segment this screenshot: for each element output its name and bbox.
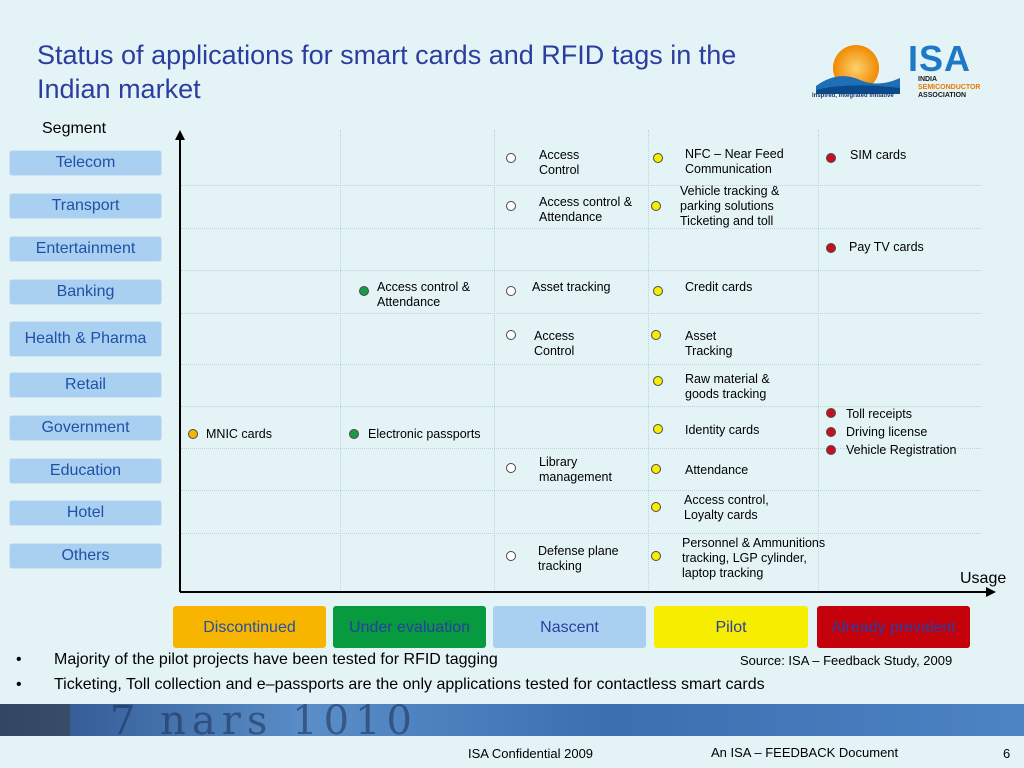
item-government-electronic-passports: Electronic passports <box>368 427 481 441</box>
segment-entertainment[interactable]: Entertainment <box>9 236 162 262</box>
decorative-banner: 7 nars 1010 <box>0 698 1024 744</box>
grid-line <box>181 313 981 314</box>
item-government-vehicle-registration: Vehicle Registration <box>846 443 957 457</box>
segment-axis-label: Segment <box>42 120 107 137</box>
bullet-text: Ticketing, Toll collection and e–passpor… <box>54 676 765 693</box>
segment-government[interactable]: Government <box>9 415 162 441</box>
grid-line <box>181 364 981 365</box>
bullet-marker: • <box>16 676 22 693</box>
status-dot-evaluation <box>359 286 369 296</box>
chart-axes <box>175 130 996 597</box>
item-retail-raw-material: Raw material & goods tracking <box>685 372 770 401</box>
status-dot-pilot <box>653 286 663 296</box>
logo-line3: ASSOCIATION <box>918 92 967 99</box>
item-others-defense-plane: Defense plane tracking <box>538 544 619 573</box>
stage-discontinued: Discontinued <box>173 606 326 648</box>
status-dot-pilot <box>651 464 661 474</box>
logo-name: ISA <box>908 38 972 79</box>
status-dot-pilot <box>653 376 663 386</box>
item-government-identity-cards: Identity cards <box>685 423 760 437</box>
item-government-driving-license: Driving license <box>846 425 928 439</box>
item-government-toll-receipts: Toll receipts <box>846 407 912 421</box>
grid-line <box>648 130 649 590</box>
item-education-library: Library management <box>539 455 612 484</box>
page-title: Status of applications for smart cards a… <box>37 40 737 104</box>
status-dot-pilot <box>651 330 661 340</box>
grid-line <box>818 130 819 590</box>
bullet-text: Majority of the pilot projects have been… <box>54 651 498 668</box>
grid-line <box>181 448 981 449</box>
bullet-item: • Ticketing, Toll collection and e–passpo… <box>16 676 765 694</box>
segment-retail[interactable]: Retail <box>9 372 162 398</box>
status-dot-discontinued <box>188 429 198 439</box>
item-transport-vehicle-tracking: Vehicle tracking & parking solutions Tic… <box>680 184 780 228</box>
logo-line2: SEMICONDUCTOR <box>918 84 981 91</box>
item-banking-access-control: Access control & Attendance <box>377 280 471 309</box>
grid-line <box>181 406 981 407</box>
grid-line <box>340 130 341 590</box>
grid-line <box>181 228 981 229</box>
status-dot-pilot <box>651 201 661 211</box>
isa-logo: ISA INDIA SEMICONDUCTOR ASSOCIATION Insp… <box>808 38 986 106</box>
status-dot-pilot <box>653 153 663 163</box>
item-banking-credit-cards: Credit cards <box>685 280 753 294</box>
status-dot-nascent <box>506 201 516 211</box>
segment-education[interactable]: Education <box>9 458 162 484</box>
status-dot-nascent <box>506 330 516 340</box>
grid-line <box>181 533 981 534</box>
logo-tagline: Inspired, Integrated Initiative <box>812 93 894 99</box>
status-dot-nascent <box>506 153 516 163</box>
grid-line <box>181 270 981 271</box>
grid-line <box>181 490 981 491</box>
item-telecom-access-control: Access Control <box>539 148 580 177</box>
item-banking-asset-tracking: Asset tracking <box>532 280 611 294</box>
item-hotel-access-control: Access control, Loyalty cards <box>684 493 769 522</box>
item-entertainment-pay-tv: Pay TV cards <box>849 240 924 254</box>
page-number: 6 <box>1003 746 1011 761</box>
item-health-access-control: Access Control <box>534 329 575 358</box>
stage-pilot: Pilot <box>654 606 808 648</box>
bullet-item: • Majority of the pilot projects have bee… <box>16 651 498 669</box>
item-transport-access-control: Access control & Attendance <box>539 195 633 224</box>
segment-health-pharma[interactable]: Health & Pharma <box>9 321 162 357</box>
item-others-personnel-tracking: Personnel & Ammunitions tracking, LGP cy… <box>682 536 826 580</box>
logo-line1: INDIA <box>918 76 938 83</box>
status-dot-prevalent <box>826 408 836 418</box>
item-education-attendance: Attendance <box>685 463 749 477</box>
usage-axis-label: Usage <box>960 570 1007 587</box>
banner-text: 7 nars 1010 <box>110 698 418 744</box>
source-note: Source: ISA – Feedback Study, 2009 <box>740 653 953 668</box>
item-health-asset-tracking: Asset Tracking <box>685 329 733 358</box>
status-dot-prevalent <box>826 153 836 163</box>
status-dot-nascent <box>506 286 516 296</box>
segment-transport[interactable]: Transport <box>9 193 162 219</box>
segment-telecom[interactable]: Telecom <box>9 150 162 176</box>
status-dot-nascent <box>506 463 516 473</box>
item-telecom-nfc: NFC – Near Feed Communication <box>685 147 784 176</box>
item-government-mnic-cards: MNIC cards <box>206 427 272 441</box>
status-dot-pilot <box>651 551 661 561</box>
grid-line <box>181 185 981 186</box>
status-dot-evaluation <box>349 429 359 439</box>
item-telecom-sim-cards: SIM cards <box>850 148 907 162</box>
segment-others[interactable]: Others <box>9 543 162 569</box>
footer-confidential: ISA Confidential 2009 <box>468 746 594 761</box>
segment-hotel[interactable]: Hotel <box>9 500 162 526</box>
status-dot-pilot <box>651 502 661 512</box>
status-dot-prevalent <box>826 243 836 253</box>
status-dot-prevalent <box>826 427 836 437</box>
stage-nascent: Nascent <box>493 606 646 648</box>
stage-under-evaluation: Under evaluation <box>333 606 486 648</box>
bullet-marker: • <box>16 651 22 668</box>
stage-already-prevalent: Already prevalent <box>817 606 970 648</box>
grid-line <box>494 130 495 590</box>
footer-document: An ISA – FEEDBACK Document <box>711 745 899 760</box>
segment-banking[interactable]: Banking <box>9 279 162 305</box>
status-dot-nascent <box>506 551 516 561</box>
status-dot-prevalent <box>826 445 836 455</box>
status-dot-pilot <box>653 424 663 434</box>
